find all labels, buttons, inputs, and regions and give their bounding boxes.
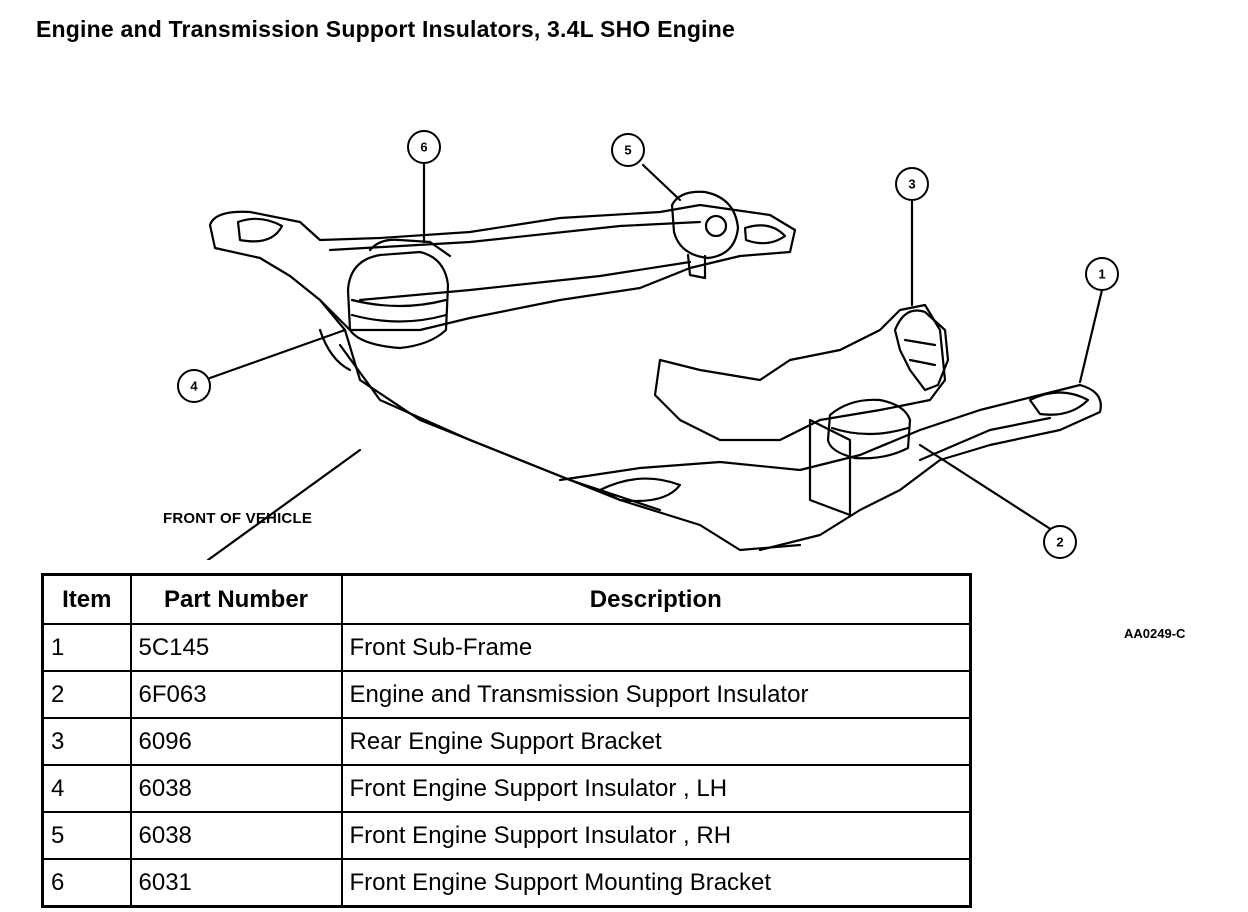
callout-4-circle <box>177 369 211 403</box>
subframe-diagram: 6 5 3 1 2 4 <box>177 130 1119 560</box>
callout-5-circle <box>611 133 645 167</box>
support-insulator-2 <box>826 398 912 460</box>
callout-2-circle <box>1043 525 1077 559</box>
callout-3: 3 <box>908 177 915 192</box>
header-description: Description <box>340 573 972 625</box>
cell-item: 1 <box>41 623 132 672</box>
callout-6-circle <box>407 130 441 164</box>
parts-table: Item Part Number Description 1 5C145 Fro… <box>41 573 972 908</box>
callout-6: 6 <box>420 140 427 155</box>
front-crossmember <box>558 383 1102 552</box>
callout-1-circle <box>1085 257 1119 291</box>
table-row: 6 6031 Front Engine Support Mounting Bra… <box>41 858 972 908</box>
cell-description: Front Engine Support Insulator , RH <box>340 811 972 860</box>
cell-description: Front Engine Support Mounting Bracket <box>340 858 972 908</box>
cell-item: 5 <box>41 811 132 860</box>
cell-description: Front Sub-Frame <box>340 623 972 672</box>
table-row: 2 6F063 Engine and Transmission Support … <box>41 670 972 719</box>
front-of-vehicle-label: FRONT OF VEHICLE <box>163 510 313 527</box>
callout-2: 2 <box>1056 535 1063 550</box>
rear-crossmember <box>208 203 797 332</box>
callout-3-circle <box>895 167 929 201</box>
cell-part-number: 5C145 <box>129 623 343 672</box>
header-item: Item <box>41 573 132 625</box>
figure-code: AA0249-C <box>1124 626 1186 641</box>
cell-part-number: 6F063 <box>129 670 343 719</box>
table-row: 4 6038 Front Engine Support Insulator , … <box>41 764 972 813</box>
rear-support-bracket <box>893 309 950 392</box>
header-part-number: Part Number <box>129 573 343 625</box>
cell-item: 4 <box>41 764 132 813</box>
cell-item: 6 <box>41 858 132 908</box>
callout-1: 1 <box>1098 267 1105 282</box>
cell-part-number: 6096 <box>129 717 343 766</box>
mount-bracket-6 <box>368 238 452 258</box>
callout-4: 4 <box>190 379 198 394</box>
cell-item: 2 <box>41 670 132 719</box>
cell-item: 3 <box>41 717 132 766</box>
table-row: 1 5C145 Front Sub-Frame <box>41 623 972 672</box>
cell-part-number: 6038 <box>129 764 343 813</box>
cell-description: Rear Engine Support Bracket <box>340 717 972 766</box>
front-insulator-rh <box>670 190 740 260</box>
callout-5: 5 <box>624 143 631 158</box>
cell-description: Engine and Transmission Support Insulato… <box>340 670 972 719</box>
cell-part-number: 6031 <box>129 858 343 908</box>
table-header-row: Item Part Number Description <box>41 573 972 625</box>
front-insulator-lh <box>346 250 450 350</box>
cell-part-number: 6038 <box>129 811 343 860</box>
table-row: 5 6038 Front Engine Support Insulator , … <box>41 811 972 860</box>
left-side-rail <box>318 298 802 552</box>
cell-description: Front Engine Support Insulator , LH <box>340 764 972 813</box>
page-title: Engine and Transmission Support Insulato… <box>36 16 735 42</box>
table-row: 3 6096 Rear Engine Support Bracket <box>41 717 972 766</box>
